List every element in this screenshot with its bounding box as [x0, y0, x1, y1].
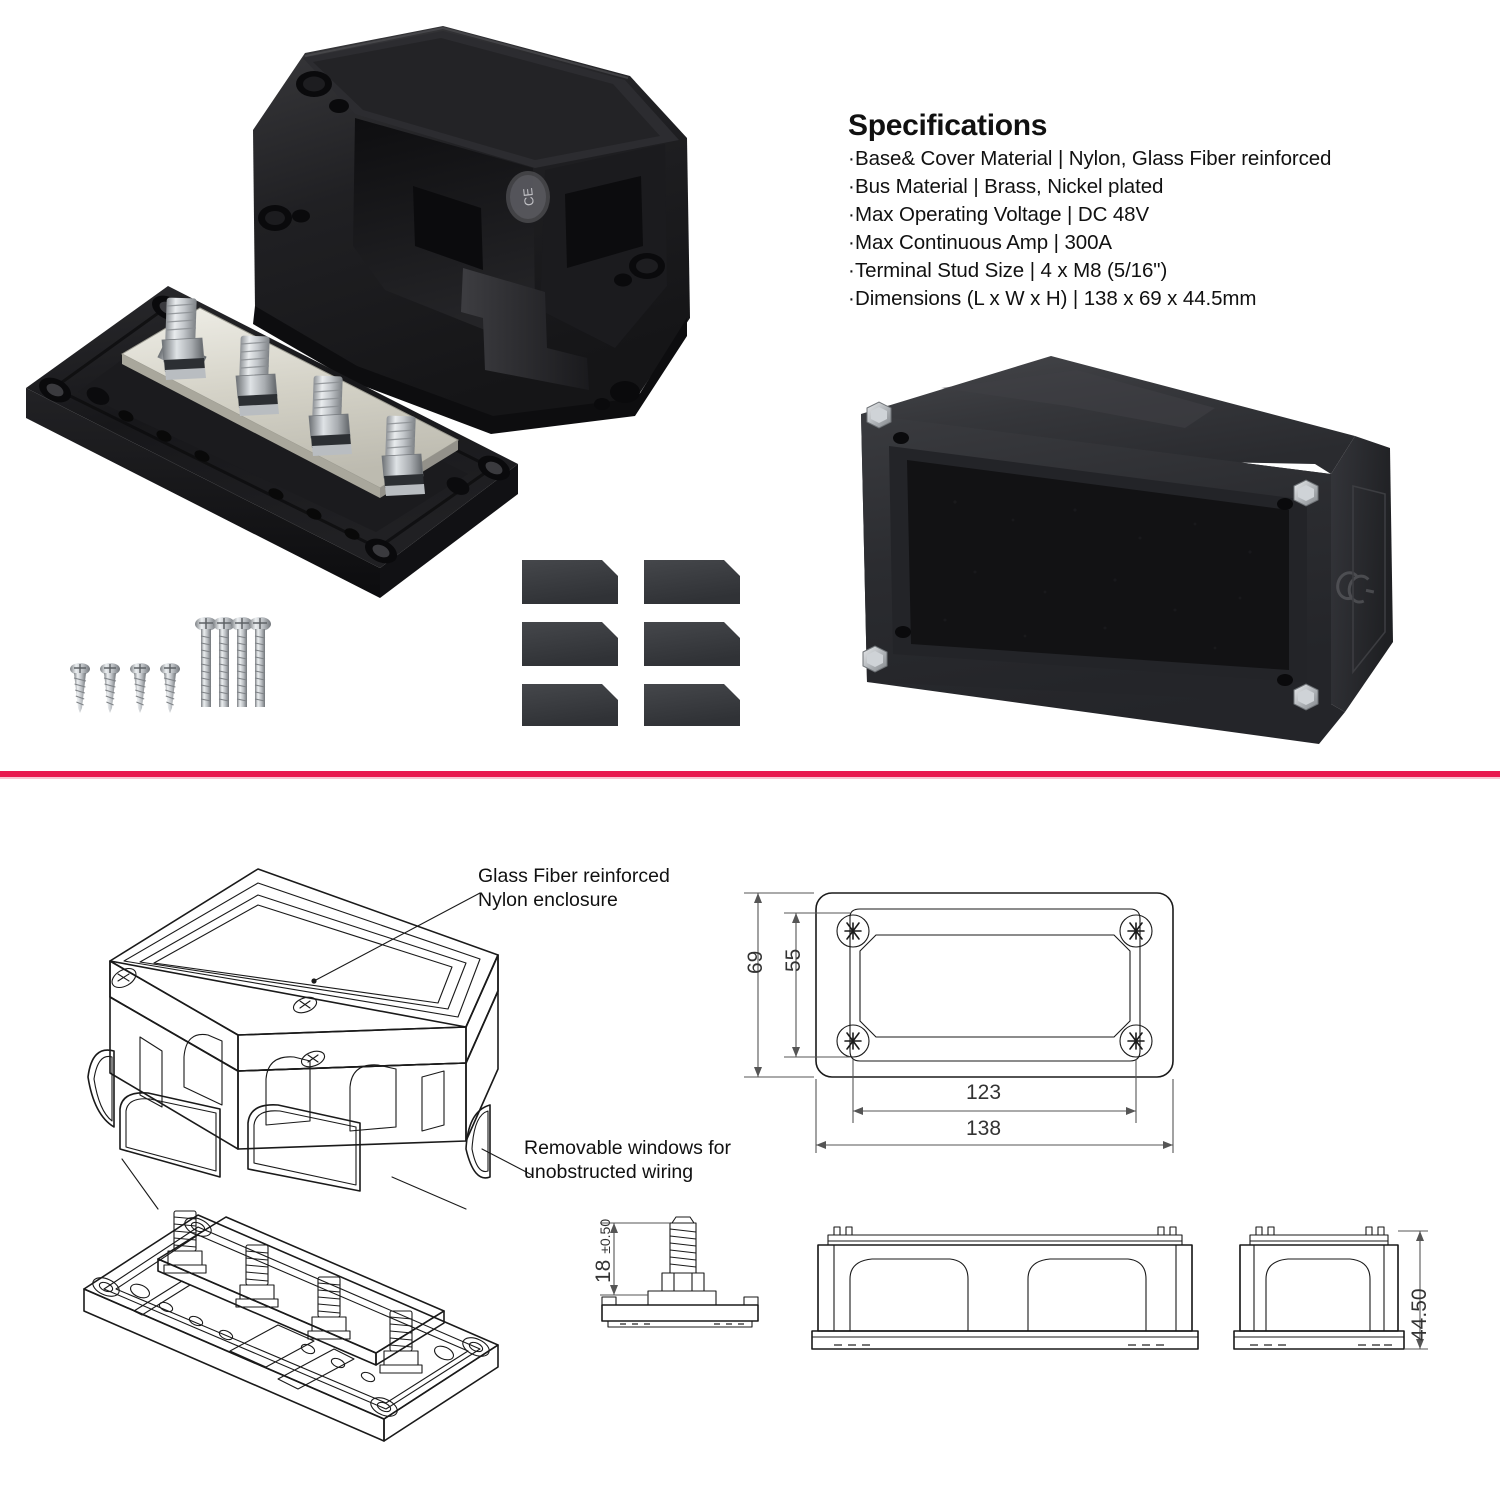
spec-item-text: Bus Material | Brass, Nickel plated [855, 175, 1164, 199]
dimension-label-18: 18 ±0.50 [592, 1219, 616, 1283]
spec-item-bus-material: ·Bus Material | Brass, Nickel plated [848, 173, 1448, 201]
spec-item-text: Max Operating Voltage | DC 48V [855, 203, 1150, 227]
section-divider [0, 771, 1500, 779]
specifications-title: Specifications [848, 109, 1048, 142]
spec-item-max-voltage: ·Max Operating Voltage | DC 48V [848, 201, 1448, 229]
spec-item-max-amp: ·Max Continuous Amp | 300A [848, 229, 1448, 257]
spec-item-dimensions: ·Dimensions (L x W x H) | 138 x 69 x 44.… [848, 285, 1448, 313]
specifications-block: Specifications ·Base& Cover Material | N… [848, 108, 1448, 313]
drawing-side-elevation [1232, 1226, 1432, 1367]
spec-item-base-cover-material: ·Base& Cover Material | Nylon, Glass Fib… [848, 145, 1448, 173]
spec-bullet: · [848, 286, 855, 310]
spec-item-text: Dimensions (L x W x H) | 138 x 69 x 44.5… [855, 286, 1257, 310]
spec-bullet: · [848, 175, 855, 199]
product-photo-cover: CE [235, 18, 705, 438]
specifications-list: ·Base& Cover Material | Nylon, Glass Fib… [848, 145, 1448, 312]
product-photo-window-panels [520, 548, 770, 728]
dimension-value-18: 18 [592, 1259, 615, 1283]
product-photo-screws [58, 612, 271, 732]
technical-drawing-panel: Glass Fiber reinforced Nylon enclosure R… [0, 779, 1500, 1500]
svg-text:CE: CE [520, 187, 537, 207]
dimension-label-44-50: 44.50 [1408, 1288, 1431, 1341]
spec-bullet: · [848, 147, 855, 171]
dimension-label-138: 138 [966, 1117, 1002, 1140]
callout-line-2: unobstructed wiring [524, 1160, 694, 1183]
drawing-front-elevation [810, 1226, 1200, 1367]
callout-line-1: Removable windows for [524, 1137, 732, 1159]
spec-item-stud-size: ·Terminal Stud Size | 4 x M8 (5/16") [848, 257, 1448, 285]
dimension-label-69: 69 [744, 950, 767, 974]
callout-line-2: Nylon enclosure [478, 888, 618, 911]
callout-line-1: Glass Fiber reinforced [478, 865, 670, 887]
spec-item-text: Terminal Stud Size | 4 x M8 (5/16") [855, 258, 1168, 282]
spec-item-text: Base& Cover Material | Nylon, Glass Fibe… [855, 147, 1332, 171]
product-photo-base [18, 268, 548, 608]
dimension-tolerance: ±0.50 [597, 1218, 613, 1254]
dimension-label-55: 55 [782, 948, 805, 972]
spec-bullet: · [848, 231, 855, 255]
product-photo-assembled [845, 352, 1430, 752]
spec-item-text: Max Continuous Amp | 300A [855, 231, 1112, 255]
drawing-top-view [726, 879, 1226, 1159]
product-photo-panel: CE [18, 18, 1448, 752]
dimension-label-123: 123 [966, 1081, 1002, 1104]
drawing-exploded-view [62, 859, 533, 1442]
callout-nylon-enclosure: Glass Fiber reinforced Nylon enclosure [478, 865, 670, 913]
callout-removable-windows: Removable windows for unobstructed wirin… [524, 1137, 731, 1185]
drawing-stud-detail [586, 1187, 786, 1337]
spec-bullet: · [848, 203, 855, 227]
spec-bullet: · [848, 258, 855, 282]
